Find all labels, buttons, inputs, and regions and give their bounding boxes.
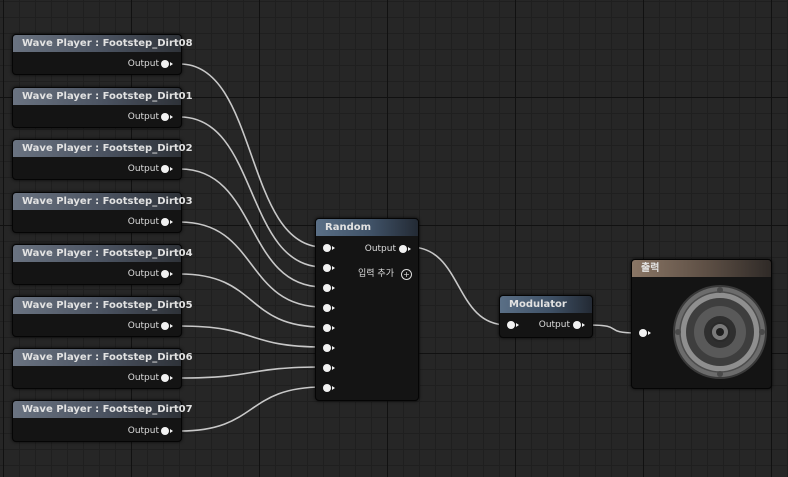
wire: [179, 116, 324, 268]
wave-player-node-dirt01[interactable]: Wave Player : Footstep_Dirt01 Output: [12, 87, 193, 128]
random-node[interactable]: Random Output 입력 추가 +: [315, 218, 419, 401]
output-pin[interactable]: [161, 322, 173, 330]
output-pin-label: Output: [127, 59, 159, 69]
node-title: 출력: [632, 260, 771, 277]
output-pin-row: Output: [13, 268, 181, 280]
wave-player-node-dirt05[interactable]: Wave Player : Footstep_Dirt05 Output: [12, 296, 193, 337]
output-pin-label: Output: [127, 217, 159, 227]
node-title: Wave Player : Footstep_Dirt05: [13, 297, 193, 314]
output-pin[interactable]: [161, 165, 173, 173]
output-pin[interactable]: [161, 374, 173, 382]
output-pin-row: Output: [316, 243, 418, 255]
wire: [179, 325, 324, 348]
wire: [179, 63, 324, 248]
wire: [179, 386, 324, 432]
output-pin-row: Output: [13, 163, 181, 175]
input-pin[interactable]: [639, 329, 651, 337]
wave-player-node-dirt02[interactable]: Wave Player : Footstep_Dirt02 Output: [12, 139, 193, 180]
input-pin[interactable]: [323, 304, 335, 312]
output-pin-row: Output: [13, 58, 181, 70]
input-pin[interactable]: [323, 364, 335, 372]
add-input-label: 입력 추가: [358, 269, 394, 279]
node-title: Wave Player : Footstep_Dirt07: [13, 401, 193, 418]
output-pin-label: Output: [127, 373, 159, 383]
wave-player-node-dirt08[interactable]: Wave Player : Footstep_Dirt08 Output: [12, 34, 193, 75]
node-title: Wave Player : Footstep_Dirt03: [13, 193, 193, 210]
node-title: Wave Player : Footstep_Dirt04: [13, 245, 193, 262]
wire: [179, 168, 324, 288]
output-pin-row: Output: [13, 320, 181, 332]
output-pin-row: Output: [500, 319, 592, 331]
output-pin-label: Output: [127, 269, 159, 279]
wire: [409, 246, 508, 326]
modulator-node[interactable]: Modulator Output: [499, 295, 593, 338]
output-pin-label: Output: [127, 426, 159, 436]
node-title: Wave Player : Footstep_Dirt01: [13, 88, 193, 105]
wave-player-node-dirt07[interactable]: Wave Player : Footstep_Dirt07 Output: [12, 400, 193, 442]
input-pin[interactable]: [323, 384, 335, 392]
node-title: Random: [316, 219, 418, 236]
input-pin[interactable]: [323, 284, 335, 292]
output-pin-label: Output: [127, 321, 159, 331]
output-pin-label: Output: [364, 244, 396, 254]
wave-player-node-dirt04[interactable]: Wave Player : Footstep_Dirt04 Output: [12, 244, 193, 285]
wire: [179, 273, 324, 328]
output-pin-row: Output: [13, 425, 181, 437]
output-node[interactable]: 출력: [631, 259, 772, 389]
output-pin-label: Output: [538, 320, 570, 330]
input-pin[interactable]: [323, 344, 335, 352]
wave-player-node-dirt03[interactable]: Wave Player : Footstep_Dirt03 Output: [12, 192, 193, 233]
output-pin[interactable]: [573, 321, 585, 329]
wire: [179, 221, 324, 308]
output-pin[interactable]: [161, 427, 173, 435]
wave-player-node-dirt06[interactable]: Wave Player : Footstep_Dirt06 Output: [12, 348, 193, 389]
speaker-icon: [673, 285, 767, 379]
output-pin[interactable]: [161, 113, 173, 121]
output-pin[interactable]: [161, 218, 173, 226]
output-pin-row: Output: [13, 111, 181, 123]
output-pin[interactable]: [161, 60, 173, 68]
output-pin-row: Output: [13, 372, 181, 384]
node-title: Wave Player : Footstep_Dirt06: [13, 349, 193, 366]
wire: [587, 324, 640, 334]
output-pin-label: Output: [127, 164, 159, 174]
output-pin[interactable]: [161, 270, 173, 278]
add-circle-icon[interactable]: +: [401, 269, 412, 280]
output-pin-row: Output: [13, 216, 181, 228]
node-title: Modulator: [500, 296, 592, 313]
node-title: Wave Player : Footstep_Dirt02: [13, 140, 193, 157]
add-input-row[interactable]: 입력 추가 +: [316, 268, 418, 280]
input-pin[interactable]: [323, 264, 335, 272]
input-pin[interactable]: [323, 324, 335, 332]
input-pin[interactable]: [323, 244, 335, 252]
input-pin[interactable]: [507, 321, 519, 329]
node-title: Wave Player : Footstep_Dirt08: [13, 35, 193, 52]
output-pin[interactable]: [399, 245, 411, 253]
output-pin-label: Output: [127, 112, 159, 122]
wire: [179, 366, 324, 379]
